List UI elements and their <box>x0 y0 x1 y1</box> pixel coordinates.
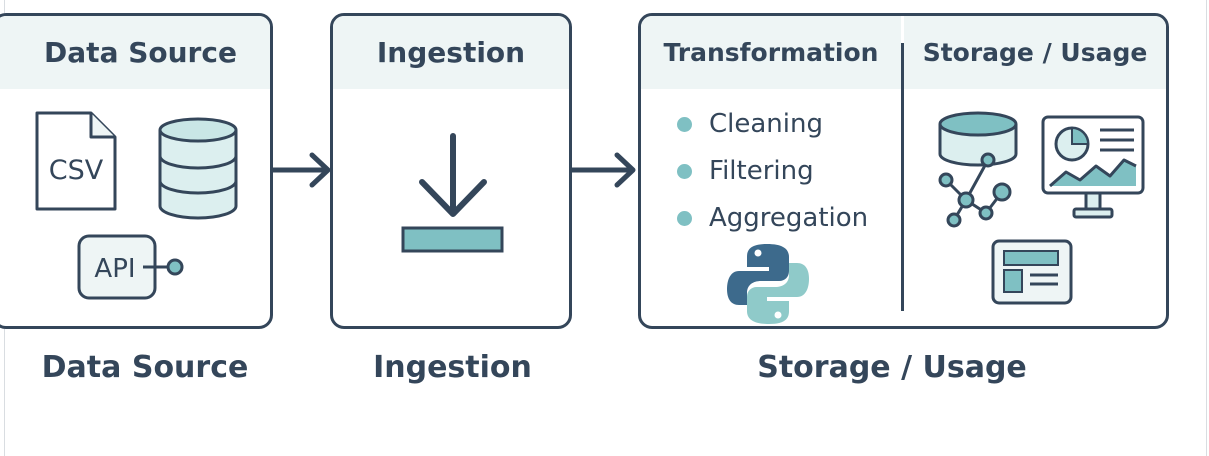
storage-usage-title: Storage / Usage <box>904 16 1166 89</box>
transformation-step: Filtering <box>709 156 814 186</box>
monitor-chart-icon <box>1041 115 1145 219</box>
ingestion-title: Ingestion <box>333 16 569 89</box>
transformation-step: Cleaning <box>709 109 823 139</box>
data-source-title: Data Source <box>0 16 270 89</box>
data-source-label: Data Source <box>41 350 249 385</box>
right-frame-edge <box>1206 0 1207 456</box>
file-csv-icon: CSV <box>35 111 117 211</box>
api-label: API <box>94 254 135 284</box>
ingestion-box: Ingestion <box>330 13 572 329</box>
database-icon <box>158 117 238 220</box>
list-item: Aggregation <box>677 203 868 233</box>
transformation-title: Transformation <box>641 16 901 89</box>
dashboard-layout-icon <box>991 239 1073 305</box>
transformation-step: Aggregation <box>709 203 869 233</box>
arrow-right-icon <box>571 152 636 188</box>
download-icon <box>401 133 504 253</box>
bullet-dot <box>677 163 692 179</box>
section-divider <box>901 43 904 311</box>
csv-label: CSV <box>49 155 104 186</box>
api-icon: API <box>77 234 184 300</box>
list-item: Filtering <box>677 156 814 186</box>
python-logo-icon <box>727 244 809 324</box>
bullet-dot <box>677 210 692 226</box>
database-network-icon <box>938 111 1018 228</box>
ingestion-label: Ingestion <box>373 350 532 385</box>
arrow-right-icon <box>272 152 331 188</box>
list-item: Cleaning <box>677 109 823 139</box>
storage-usage-label: Storage / Usage <box>757 350 1027 385</box>
bullet-dot <box>677 116 692 132</box>
